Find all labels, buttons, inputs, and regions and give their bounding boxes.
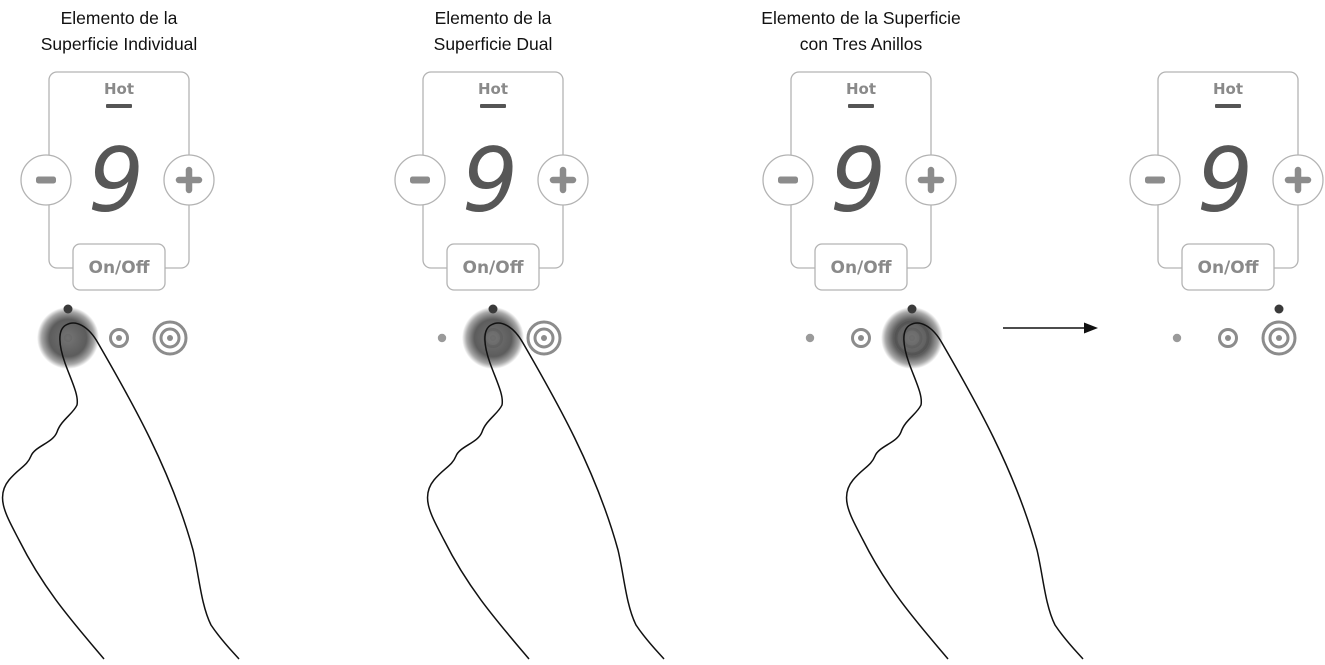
hot-indicator-bar bbox=[848, 104, 874, 108]
power-level-display: 9 bbox=[462, 129, 518, 232]
plus-icon bbox=[917, 166, 945, 194]
dual-center-dot bbox=[858, 335, 864, 341]
finger-illustration bbox=[1, 322, 240, 660]
arrow-right-icon bbox=[1003, 322, 1098, 334]
on-off-label: On/Off bbox=[1198, 258, 1259, 278]
single-element-selector[interactable] bbox=[1172, 333, 1182, 343]
triple-inner-ring-icon bbox=[1268, 327, 1290, 349]
minus-icon bbox=[36, 176, 56, 184]
minus-button[interactable] bbox=[1129, 154, 1181, 206]
active-element-indicator bbox=[1274, 304, 1284, 314]
on-off-button-frame[interactable] bbox=[72, 243, 166, 291]
control-panel: Hot 9On/Off bbox=[1129, 71, 1324, 356]
triple-outer-ring-icon bbox=[526, 320, 562, 356]
triple-outer-ring-icon bbox=[152, 320, 188, 356]
caption-line-2: Superficie Dual bbox=[434, 34, 553, 54]
plus-button[interactable] bbox=[163, 154, 215, 206]
plus-button[interactable] bbox=[1272, 154, 1324, 206]
minus-button[interactable] bbox=[762, 154, 814, 206]
on-off-label: On/Off bbox=[463, 258, 524, 278]
touch-highlight bbox=[881, 307, 943, 369]
dual-ring-icon bbox=[1218, 328, 1238, 348]
dual-ring-icon bbox=[851, 328, 871, 348]
minus-icon bbox=[1145, 176, 1165, 184]
triple-center-dot bbox=[167, 335, 173, 341]
triple-inner-ring-icon bbox=[159, 327, 181, 349]
touch-highlight bbox=[462, 307, 524, 369]
on-off-button[interactable]: On/Off bbox=[446, 243, 540, 291]
touch-highlight bbox=[37, 307, 99, 369]
single-element-selector[interactable] bbox=[437, 333, 447, 343]
on-off-button[interactable]: On/Off bbox=[1181, 243, 1275, 291]
finger-illustration bbox=[426, 322, 665, 660]
minus-icon bbox=[778, 176, 798, 184]
triple-element-selector[interactable] bbox=[152, 320, 188, 356]
power-level-display: 9 bbox=[88, 129, 144, 232]
caption-line-2: con Tres Anillos bbox=[800, 34, 923, 54]
hot-label: Hot bbox=[846, 80, 876, 98]
minus-button[interactable] bbox=[20, 154, 72, 206]
control-panel: Elemento de la Superficie con Tres Anillo… bbox=[761, 8, 1084, 660]
triple-element-selector[interactable] bbox=[1261, 320, 1297, 356]
on-off-label: On/Off bbox=[89, 258, 150, 278]
on-off-button-frame[interactable] bbox=[814, 243, 908, 291]
minus-icon bbox=[410, 176, 430, 184]
triple-center-dot bbox=[1276, 335, 1282, 341]
hot-indicator-bar bbox=[480, 104, 506, 108]
caption-line-2: Superficie Individual bbox=[41, 34, 198, 54]
dual-center-dot bbox=[1225, 335, 1231, 341]
caption-line-1: Elemento de la bbox=[435, 8, 552, 28]
plus-button[interactable] bbox=[905, 154, 957, 206]
element-selector-row bbox=[1172, 320, 1297, 356]
hot-indicator-bar bbox=[106, 104, 132, 108]
on-off-button-frame[interactable] bbox=[446, 243, 540, 291]
on-off-button-frame[interactable] bbox=[1181, 243, 1275, 291]
triple-center-dot bbox=[541, 335, 547, 341]
caption-line-1: Elemento de la Superficie bbox=[761, 8, 960, 28]
plus-button[interactable] bbox=[537, 154, 589, 206]
hot-label: Hot bbox=[478, 80, 508, 98]
power-level-display: 9 bbox=[1197, 129, 1253, 232]
dual-center-dot bbox=[116, 335, 122, 341]
minus-button[interactable] bbox=[394, 154, 446, 206]
hot-label: Hot bbox=[1213, 80, 1243, 98]
hot-label: Hot bbox=[104, 80, 134, 98]
dual-element-selector[interactable] bbox=[851, 328, 871, 348]
power-level-display: 9 bbox=[830, 129, 886, 232]
plus-icon bbox=[1284, 166, 1312, 194]
plus-icon bbox=[175, 166, 203, 194]
caption-line-1: Elemento de la bbox=[61, 8, 178, 28]
on-off-button[interactable]: On/Off bbox=[814, 243, 908, 291]
dual-element-selector[interactable] bbox=[109, 328, 129, 348]
hot-indicator-bar bbox=[1215, 104, 1241, 108]
on-off-button[interactable]: On/Off bbox=[72, 243, 166, 291]
single-element-selector[interactable] bbox=[805, 333, 815, 343]
dual-ring-icon bbox=[109, 328, 129, 348]
element-selector-row bbox=[63, 320, 188, 356]
finger-illustration bbox=[845, 322, 1084, 660]
dual-element-selector[interactable] bbox=[1218, 328, 1238, 348]
triple-element-selector[interactable] bbox=[526, 320, 562, 356]
on-off-label: On/Off bbox=[831, 258, 892, 278]
triple-outer-ring-icon bbox=[1261, 320, 1297, 356]
triple-inner-ring-icon bbox=[533, 327, 555, 349]
plus-icon bbox=[549, 166, 577, 194]
